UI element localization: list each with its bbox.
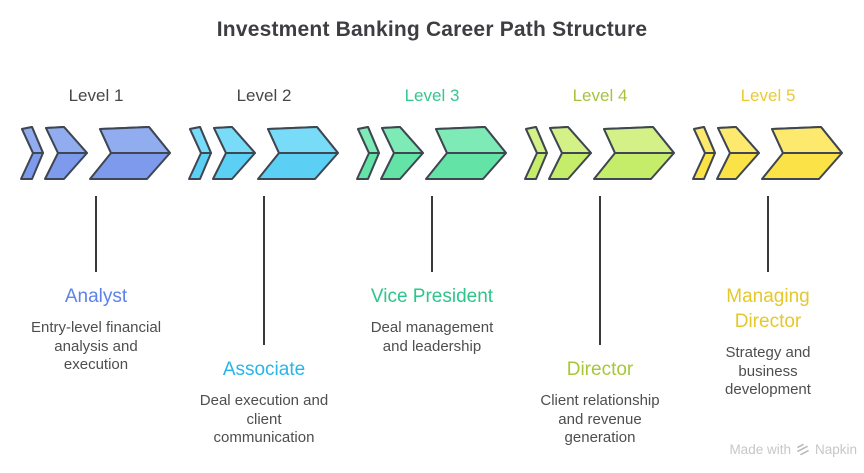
role-description: Deal management and leadership	[350, 319, 514, 356]
page-title: Investment Banking Career Path Structure	[216, 18, 648, 41]
watermark-prefix: Made with	[729, 442, 791, 457]
role-description: Deal execution and client communication	[182, 392, 346, 448]
role-description: Entry-level financial analysis and execu…	[14, 319, 178, 375]
role-title: Director	[566, 359, 634, 380]
role-title: Managing Director	[726, 286, 810, 332]
connector-line	[95, 196, 97, 272]
description-line: Entry-level financial	[30, 319, 162, 336]
description-line: communication	[213, 429, 315, 446]
napkin-logo-icon	[797, 443, 809, 456]
level-column-5: Level 5 Managing Director Strategy and b…	[684, 86, 852, 400]
level-column-1: Level 1 Analyst Entry-level financial an…	[12, 86, 180, 375]
level-column-2: Level 2 Associate Deal execution and cli…	[180, 86, 348, 448]
connector-line	[263, 196, 265, 345]
level-label: Level 1	[68, 86, 124, 105]
level-chevrons-icon	[188, 126, 339, 180]
level-label: Level 5	[740, 86, 796, 105]
description-line: development	[725, 381, 811, 398]
description-line: Deal management	[370, 319, 494, 336]
level-chevrons-icon	[356, 126, 507, 180]
level-label: Level 2	[236, 86, 292, 105]
watermark: Made with Napkin	[729, 442, 857, 457]
connector-line	[767, 196, 769, 272]
watermark-brand: Napkin	[814, 442, 857, 457]
level-column-3: Level 3 Vice President Deal management a…	[348, 86, 516, 356]
connector-line	[599, 196, 601, 345]
description-line: and leadership	[382, 337, 482, 355]
description-line: and revenue	[558, 410, 642, 428]
level-chevrons-icon	[692, 126, 843, 180]
description-line: client	[246, 410, 282, 428]
description-line: Strategy and	[725, 344, 811, 361]
description-line: generation	[564, 429, 636, 446]
role-description: Client relationship and revenue generati…	[518, 392, 682, 448]
connector-line	[431, 196, 433, 272]
description-line: execution	[63, 356, 129, 373]
role-title: Vice President	[370, 286, 494, 307]
level-label: Level 4	[572, 86, 628, 105]
role-title: Associate	[222, 359, 306, 380]
level-column-4: Level 4 Director Client relationship and…	[516, 86, 684, 448]
level-label: Level 3	[404, 86, 460, 105]
level-chevrons-icon	[524, 126, 675, 180]
description-line: business	[738, 362, 798, 380]
description-line: analysis and	[54, 337, 138, 355]
level-chevrons-icon	[20, 126, 171, 180]
description-line: Client relationship	[540, 392, 660, 409]
description-line: Deal execution and	[199, 392, 329, 409]
role-title: Analyst	[64, 286, 128, 307]
role-description: Strategy and business development	[686, 344, 850, 400]
